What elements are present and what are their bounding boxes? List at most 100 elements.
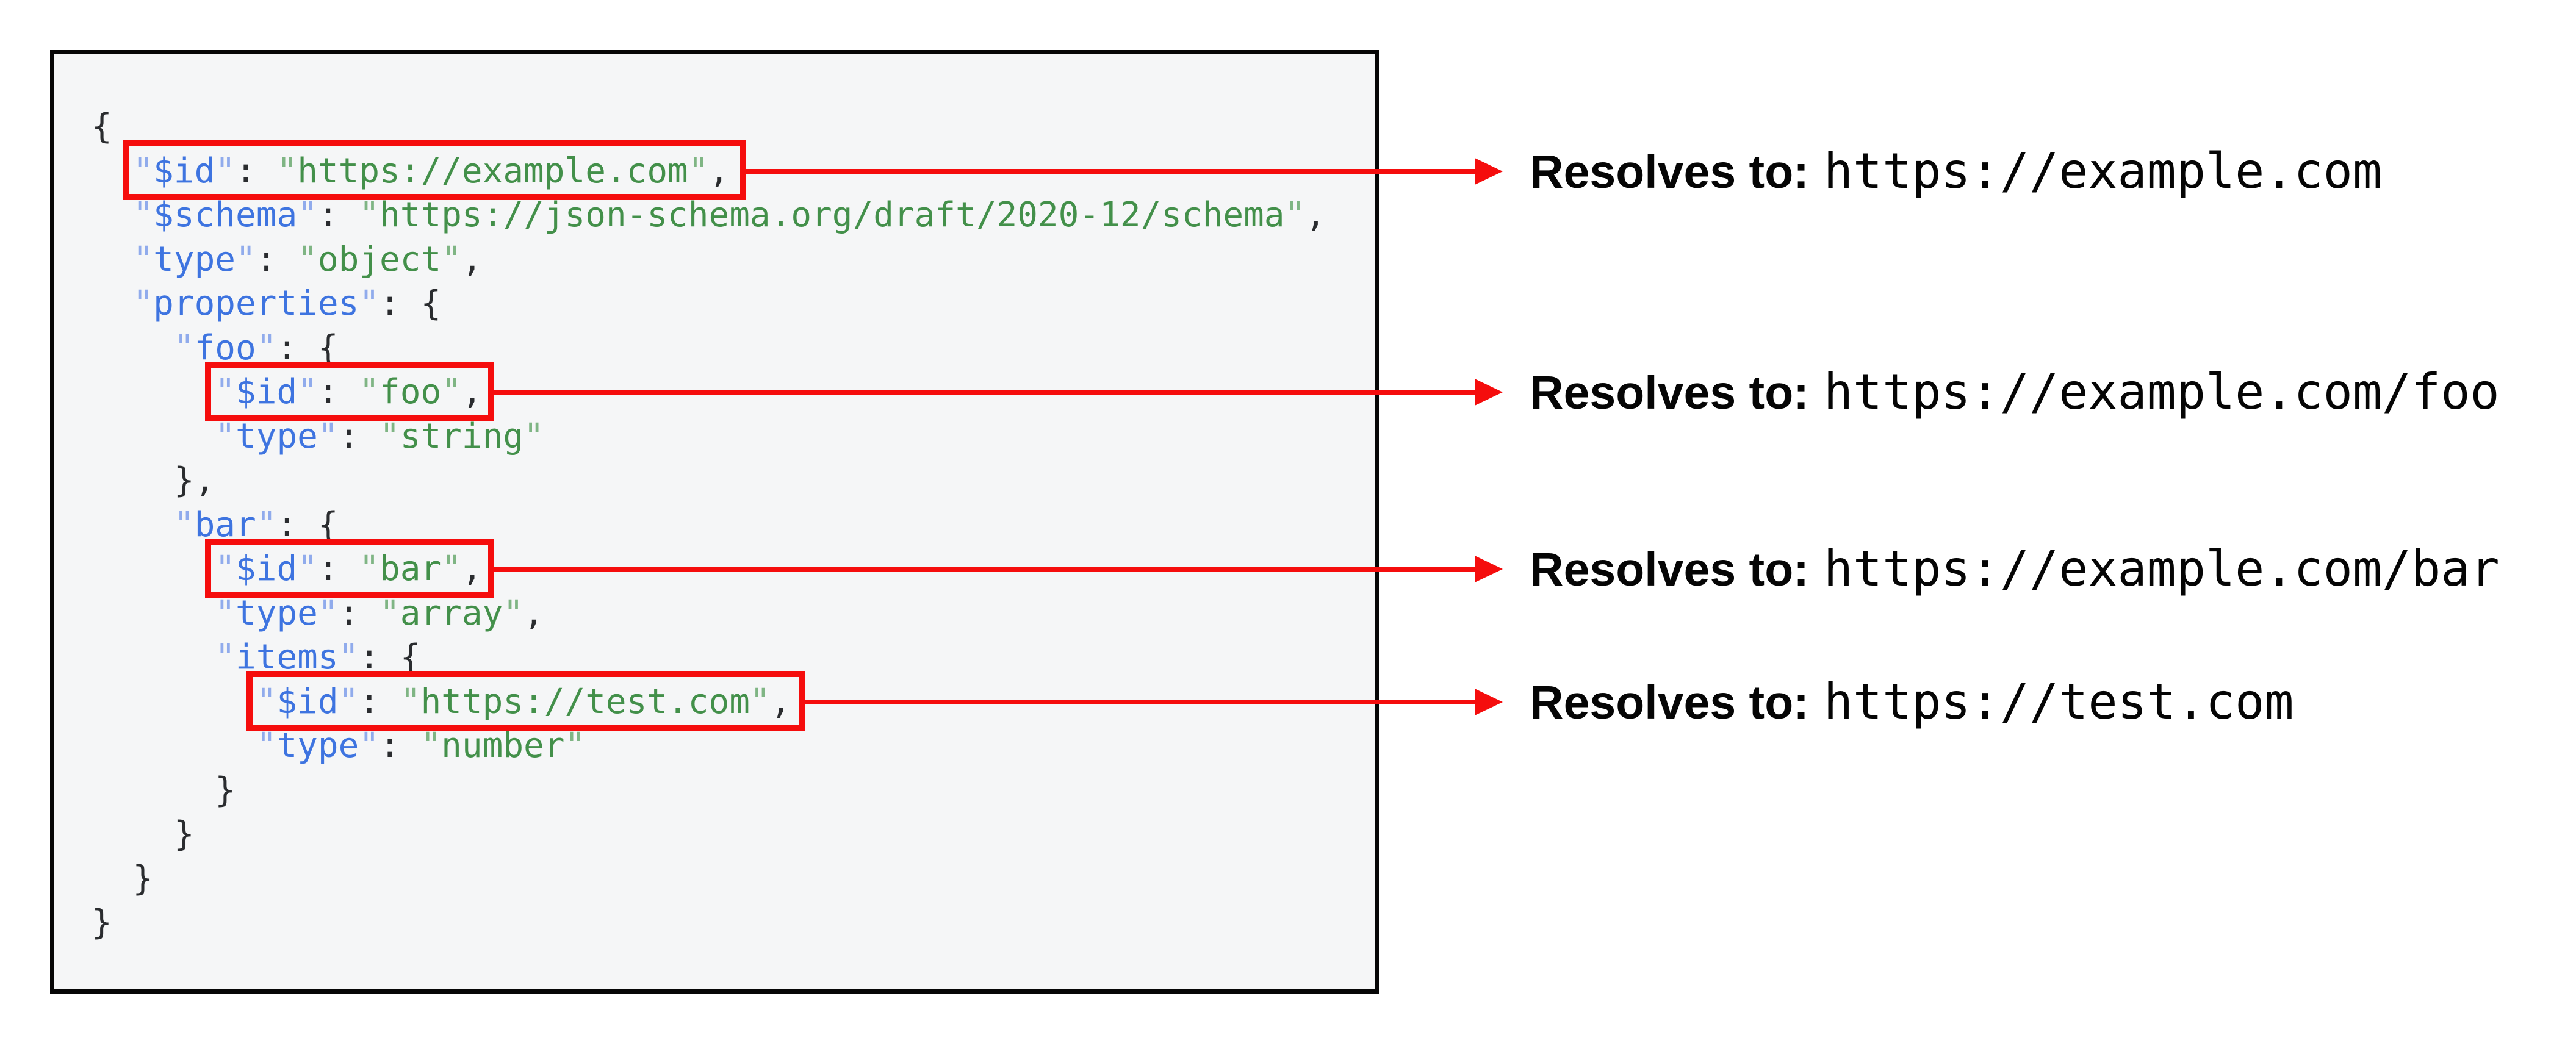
code-token-str-quote: " xyxy=(359,549,380,589)
code-line: "properties": { xyxy=(92,282,441,326)
code-token-punct: } xyxy=(92,814,195,854)
code-token-punct xyxy=(92,505,174,545)
code-token-key-quote: " xyxy=(338,681,359,722)
code-token-punct: : { xyxy=(359,637,421,677)
code-line: "type": "object", xyxy=(92,238,483,282)
code-token-key: $schema xyxy=(153,195,298,235)
code-line: "$schema": "https://json-schema.org/draf… xyxy=(92,193,1326,238)
code-token-str: bar xyxy=(380,549,442,589)
code-token-str-quote: " xyxy=(276,151,298,191)
resolved-url: https://example.com/bar xyxy=(1823,540,2500,597)
code-token-key: $id xyxy=(276,681,339,722)
code-token-str-quote: " xyxy=(441,239,462,279)
arrow-head-icon xyxy=(1475,379,1503,406)
code-token-punct: : xyxy=(317,195,359,235)
code-token-punct: , xyxy=(770,681,791,722)
code-token-str-quote: " xyxy=(1284,195,1306,235)
code-token-str-quote: " xyxy=(441,372,462,412)
code-token-str-quote: " xyxy=(523,416,544,456)
code-token-punct: : xyxy=(338,593,380,633)
code-token-key-quote: " xyxy=(297,372,318,412)
code-token-punct xyxy=(92,284,132,323)
code-token-key-quote: " xyxy=(317,416,339,456)
resolves-label: Resolves to: xyxy=(1530,146,1809,198)
code-token-punct xyxy=(92,726,256,765)
code-token-key-quote: " xyxy=(297,195,318,235)
code-token-str-quote: " xyxy=(380,416,400,456)
code-token-punct xyxy=(92,372,215,412)
code-token-key-quote: " xyxy=(215,593,236,633)
code-token-str: foo xyxy=(380,372,442,412)
code-token-key-quote: " xyxy=(297,549,318,589)
code-token-key-quote: " xyxy=(215,416,236,456)
code-line: } xyxy=(92,857,153,901)
connector-line xyxy=(493,567,1475,572)
code-token-key: bar xyxy=(194,504,256,545)
code-token-key-quote: " xyxy=(236,239,256,279)
code-token-punct: }, xyxy=(92,461,215,500)
code-token-key-quote: " xyxy=(132,239,154,279)
connector-line xyxy=(745,169,1475,174)
code-token-str-quote: " xyxy=(441,549,462,589)
code-token-key-quote: " xyxy=(256,726,277,765)
code-token-punct: , xyxy=(1305,195,1326,235)
code-token-str-quote: " xyxy=(400,681,421,722)
arrow-head-icon xyxy=(1475,158,1503,185)
code-token-punct xyxy=(92,328,174,368)
resolved-url: https://test.com xyxy=(1823,673,2294,730)
highlight-box xyxy=(246,671,805,731)
code-token-key-quote: " xyxy=(215,372,236,412)
code-line: } xyxy=(92,812,195,857)
code-token-punct: : xyxy=(236,151,277,191)
code-line: "$id": "bar", xyxy=(92,547,482,592)
resolves-label: Resolves to: xyxy=(1530,543,1809,596)
code-token-str: https://test.com xyxy=(420,681,750,722)
code-token-str: https://example.com xyxy=(297,151,688,191)
code-token-str-quote: " xyxy=(359,372,380,412)
code-token-key-quote: " xyxy=(173,328,195,368)
code-token-key-quote: " xyxy=(359,726,380,765)
resolves-label: Resolves to: xyxy=(1530,367,1809,419)
code-token-key: $id xyxy=(236,549,298,589)
code-token-punct: } xyxy=(92,770,236,810)
code-token-key: type xyxy=(276,726,359,765)
code-token-key: $id xyxy=(236,372,298,412)
code-line: "$id": "foo", xyxy=(92,370,483,415)
code-token-key-quote: " xyxy=(317,593,339,633)
code-token-punct xyxy=(92,593,215,633)
code-token-punct xyxy=(92,637,215,677)
code-token-key-quote: " xyxy=(132,151,154,191)
code-token-punct xyxy=(92,195,132,235)
code-token-key-quote: " xyxy=(359,284,380,323)
resolved-url: https://example.com xyxy=(1823,143,2382,199)
code-token-str: object xyxy=(317,239,442,279)
code-token-punct: : { xyxy=(276,328,339,368)
code-token-key-quote: " xyxy=(132,284,154,323)
code-token-str-quote: " xyxy=(359,195,380,235)
code-token-key: type xyxy=(153,239,236,279)
highlight-box xyxy=(205,362,494,421)
code-line: }, xyxy=(92,459,215,503)
code-token-str: array xyxy=(400,593,503,633)
code-token-str-quote: " xyxy=(380,593,400,633)
code-token-punct: { xyxy=(92,107,112,146)
code-line: "bar": { xyxy=(92,503,339,548)
highlight-box xyxy=(205,539,494,598)
highlight-box xyxy=(123,140,746,200)
code-token-key-quote: " xyxy=(256,504,277,545)
resolved-url: https://example.com/foo xyxy=(1823,364,2500,420)
code-token-key: foo xyxy=(194,328,256,368)
connector-line xyxy=(804,700,1475,704)
code-token-key: $id xyxy=(153,151,215,191)
code-line: "foo": { xyxy=(92,326,339,371)
code-token-str-quote: " xyxy=(688,151,709,191)
code-token-punct: , xyxy=(461,372,483,412)
code-token-punct: : xyxy=(317,549,359,589)
code-token-punct: , xyxy=(461,239,483,279)
arrow-head-icon xyxy=(1475,556,1503,582)
code-line: "type": "string" xyxy=(92,415,544,459)
code-line: "$id": "https://example.com", xyxy=(92,149,729,194)
code-token-punct: : xyxy=(338,416,380,456)
connector-line xyxy=(493,390,1475,395)
